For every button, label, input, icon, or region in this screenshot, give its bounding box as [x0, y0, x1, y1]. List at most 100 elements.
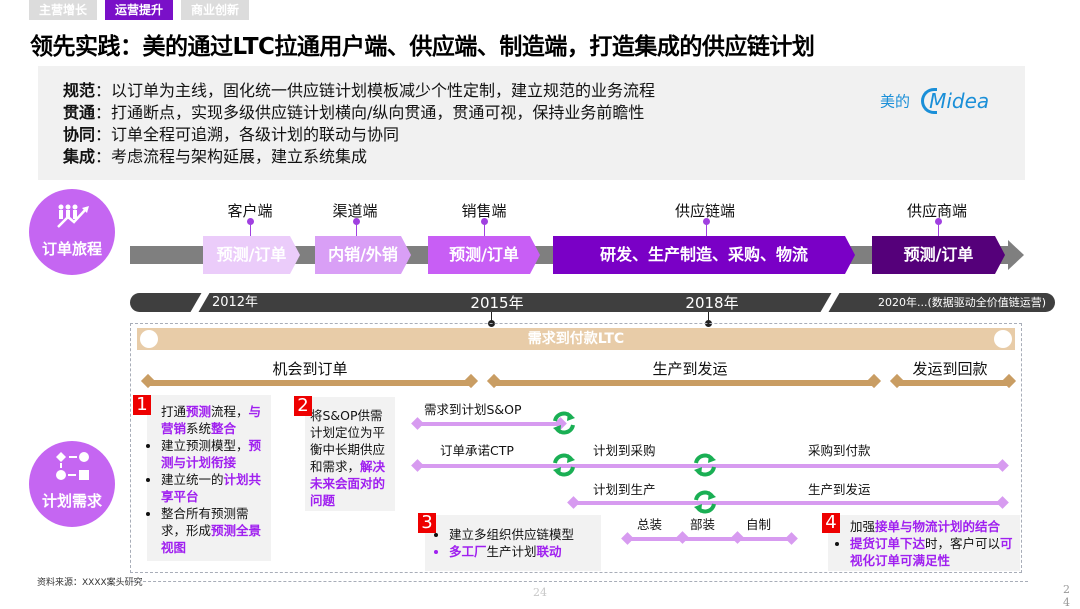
sep: ：: [95, 125, 112, 144]
highlight-text: 接单与物流计划的结合: [875, 519, 1001, 534]
note-text: 建立预测模型，: [161, 438, 249, 453]
stage-pin: [481, 218, 488, 236]
timeline-marker: [491, 312, 492, 324]
highlight-text: 预测与计划衔接: [161, 438, 262, 470]
phase-label: 机会到订单: [272, 360, 348, 378]
flow-line-assembly: [627, 537, 792, 541]
stage-label: 渠道端: [332, 202, 378, 220]
badge-1: 1: [133, 395, 151, 415]
timeline-label: 2020年...(数据驱动全价值链运营): [877, 296, 1047, 309]
sep: ：: [95, 147, 112, 166]
plan-demand-badge: 计划需求: [29, 441, 115, 527]
sync-cycle-icon: [551, 452, 577, 478]
tab-business-innovation[interactable]: 商业创新: [181, 0, 249, 20]
principle-item: 贯通：打通断点，实现多级供应链计划横向/纵向贯通，贯通可视，保持业务前瞻性: [63, 102, 644, 124]
ltc-frame: [130, 323, 1022, 573]
note-item: 建立预测模型，预测与计划衔接: [161, 437, 265, 471]
note-text: 打通: [161, 404, 187, 419]
chevron-supplier: 预测/订单: [872, 236, 1005, 274]
note-text: 整合所有预测需求，形成: [161, 506, 249, 538]
note-text: 将S&OP供需计划定位为平衡中长期供应和需求，: [310, 408, 386, 474]
flow-label: 计划到生产: [593, 482, 656, 497]
sep: ：: [95, 81, 112, 100]
stage-label: 供应商端: [906, 202, 968, 220]
phase-label: 发运到回款: [912, 360, 988, 378]
order-journey-label: 订单旅程: [41, 240, 102, 258]
page-number-right: 2 4: [1063, 583, 1070, 609]
note-box-2: 将S&OP供需计划定位为平衡中长期供应和需求，解决未来会面对的问题: [305, 397, 395, 511]
midea-logo: 美的 Midea: [880, 88, 989, 114]
principle-text: 考虑流程与架构延展，建立系统集成: [111, 147, 368, 166]
plan-demand-label: 计划需求: [41, 492, 102, 510]
note-box-3: 建立多组织供应链模型多工厂生产计划联动: [425, 515, 601, 571]
logo-cn: 美的: [880, 92, 911, 111]
principle-key: 集成: [63, 147, 96, 166]
note-item: 多工厂生产计划联动: [449, 543, 597, 560]
flow-label: 部装: [690, 517, 716, 532]
chevron-channel: 内销/外销: [315, 236, 411, 274]
principle-text: 打通断点，实现多级供应链计划横向/纵向贯通，贯通可视，保持业务前瞻性: [111, 103, 645, 122]
note-text: 时，客户可以: [925, 536, 1001, 551]
note-text: 流程，: [211, 404, 249, 419]
principles-panel: 规范：以订单为主线，固化统一供应链计划模板减少个性定制，建立规范的业务流程 贯通…: [38, 66, 1025, 180]
ltc-bar: 需求到付款LTC: [137, 328, 1015, 350]
flow-label: 自制: [746, 517, 772, 532]
stage-label: 销售端: [461, 202, 507, 220]
stage-pin: [935, 218, 942, 236]
chevron-supply-chain: 研发、生产制造、采购、物流: [553, 236, 855, 274]
note-box-4: 加强接单与物流计划的结合提货订单下达时，客户可以可视化订单可满足性: [828, 515, 1020, 571]
highlight-text: 提货订单下达: [850, 536, 926, 551]
stage-pin: [703, 218, 710, 236]
highlight-text: 联动: [536, 544, 562, 559]
principle-text: 以订单为主线，固化统一供应链计划模板减少个性定制，建立规范的业务流程: [111, 81, 656, 100]
flow-label: 总装: [637, 517, 663, 532]
sync-cycle-icon: [692, 489, 718, 515]
timeline-label: 2018年: [685, 294, 739, 312]
highlight-text: 可视化订单可满足性: [850, 536, 1013, 568]
highlight-text: 整合: [211, 421, 237, 436]
stage-pin: [247, 218, 254, 236]
note-text: 建立多组织供应链模型: [449, 527, 575, 542]
flow-line-sop: [417, 422, 561, 426]
flow-label: 订单承诺CTP: [440, 443, 514, 458]
note-text: 建立统一的: [161, 472, 224, 487]
badge-4: 4: [822, 513, 840, 533]
badge-3: 3: [418, 513, 436, 533]
flow-label: 需求到计划S&OP: [424, 402, 522, 417]
highlight-text: 预测: [186, 404, 212, 419]
highlight-text: 与营销: [161, 404, 262, 436]
note-text: 系统: [186, 421, 212, 436]
source-note: 资料来源：XXXX案头研究: [37, 578, 143, 588]
highlight-text: 计划共享平台: [161, 472, 262, 504]
note-item: 建立多组织供应链模型: [449, 526, 597, 543]
principle-item: 规范：以订单为主线，固化统一供应链计划模板减少个性定制，建立规范的业务流程: [63, 80, 655, 102]
principle-key: 协同: [63, 125, 96, 144]
note-item: 将S&OP供需计划定位为平衡中长期供应和需求，解决未来会面对的问题: [310, 407, 391, 509]
flow-label: 采购到付款: [808, 443, 871, 458]
ltc-dot: [140, 330, 158, 348]
tab-operations[interactable]: 运营提升: [105, 0, 173, 20]
principle-text: 订单全程可追溯，各级计划的联动与协同: [111, 125, 400, 144]
highlight-text: 多工厂: [449, 544, 487, 559]
note-box-1: 打通预测流程，与营销系统整合建立预测模型，预测与计划衔接建立统一的计划共享平台整…: [147, 395, 271, 561]
order-journey-badge: 订单旅程: [29, 189, 115, 275]
ltc-title: 需求到付款LTC: [527, 331, 625, 347]
timeline-label: 2012年: [211, 295, 259, 310]
people-growth-icon: [57, 204, 89, 228]
phase-arrow: [897, 380, 1009, 386]
sync-cycle-icon: [551, 410, 577, 436]
stage-pin: [353, 218, 360, 236]
note-item: 建立统一的计划共享平台: [161, 471, 265, 505]
stage-label: 客户端: [227, 202, 273, 220]
note-item: 加强接单与物流计划的结合: [850, 518, 1016, 535]
badge-2: 2: [294, 396, 312, 416]
note-item: 打通预测流程，与营销系统整合: [161, 403, 265, 437]
page-title: 领先实践：美的通过LTC拉通用户端、供应端、制造端，打造集成的供应链计划: [30, 34, 815, 60]
logo-en: Midea: [929, 89, 990, 113]
principle-item: 协同：订单全程可追溯，各级计划的联动与协同: [63, 124, 399, 146]
phase-arrow: [494, 380, 874, 386]
flow-label: 生产到发运: [808, 482, 871, 497]
principle-item: 集成：考虑流程与架构延展，建立系统集成: [63, 146, 367, 168]
flow-shapes-icon: [56, 452, 89, 480]
tab-main-growth[interactable]: 主营增长: [29, 0, 97, 20]
